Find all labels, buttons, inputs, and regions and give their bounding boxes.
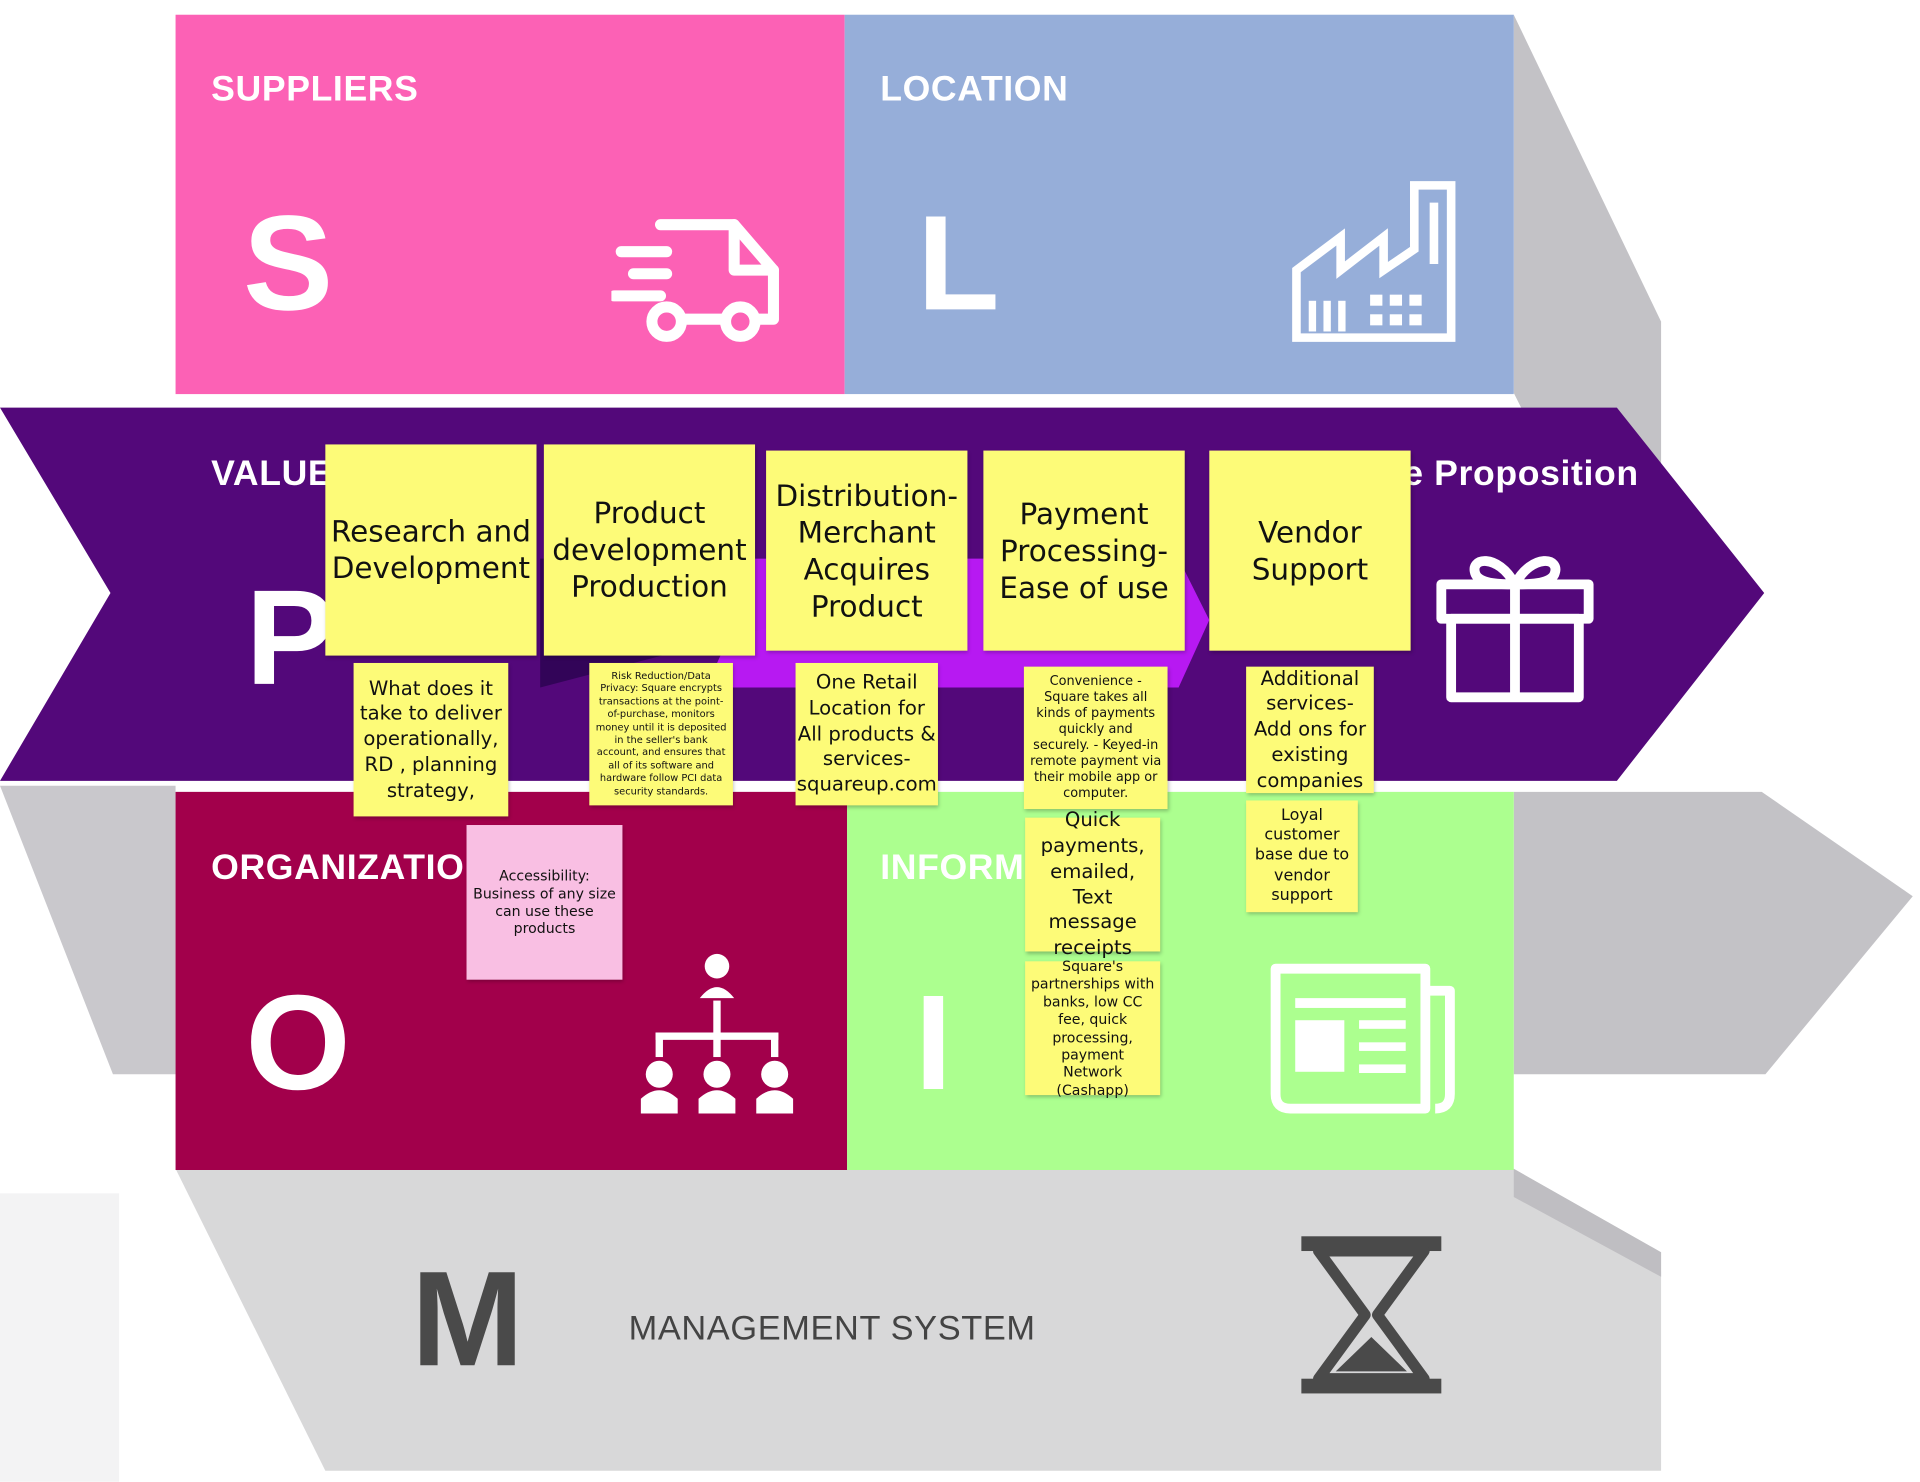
information-title: INFORM bbox=[880, 848, 1025, 888]
location-title: LOCATION bbox=[880, 69, 1069, 110]
note-convenience[interactable]: Convenience - Square takes all kinds of … bbox=[1023, 666, 1168, 810]
note-risk-reduction[interactable]: Risk Reduction/Data Privacy: Square encr… bbox=[589, 662, 733, 806]
suppliers-title: SUPPLIERS bbox=[211, 69, 419, 110]
information-letter: I bbox=[914, 967, 953, 1119]
factory-icon bbox=[1292, 181, 1456, 342]
org-chart-icon bbox=[640, 953, 794, 1114]
value-proposition-title-right: e Proposition bbox=[1403, 454, 1639, 494]
management-letter: M bbox=[411, 1243, 524, 1395]
delivery-truck-icon bbox=[611, 219, 779, 342]
organization-title: ORGANIZATIO bbox=[211, 848, 465, 888]
note-research-development[interactable]: Research and Development bbox=[325, 444, 537, 656]
note-deliver-operationally[interactable]: What does it take to deliver operational… bbox=[353, 662, 509, 817]
note-additional-services[interactable]: Additional services- Add ons for existin… bbox=[1246, 666, 1374, 794]
note-product-development[interactable]: Product development Production bbox=[543, 444, 756, 656]
note-accessibility[interactable]: Accessibility: Business of any size can … bbox=[466, 825, 623, 980]
value-proposition-letter: P bbox=[245, 562, 336, 714]
note-vendor-support[interactable]: Vendor Support bbox=[1209, 450, 1411, 651]
hourglass-icon bbox=[1301, 1236, 1442, 1394]
note-distribution[interactable]: Distribution- Merchant Acquires Product bbox=[766, 450, 968, 651]
organization-letter: O bbox=[245, 967, 351, 1119]
gift-icon bbox=[1436, 556, 1594, 703]
suppliers-letter: S bbox=[243, 187, 334, 339]
value-proposition-title: VALUE bbox=[211, 454, 333, 494]
location-letter: L bbox=[917, 187, 1000, 339]
note-partnerships[interactable]: Square's partnerships with banks, low CC… bbox=[1025, 958, 1161, 1098]
note-payment-processing[interactable]: Payment Processing- Ease of use bbox=[983, 450, 1185, 651]
note-loyal-customer-base[interactable]: Loyal customer base due to vendor suppor… bbox=[1246, 800, 1358, 913]
management-title: MANAGEMENT SYSTEM bbox=[628, 1308, 1036, 1347]
newspaper-icon bbox=[1270, 963, 1455, 1114]
note-retail-location[interactable]: One Retail Location for All products & s… bbox=[795, 662, 938, 806]
note-quick-payments[interactable]: Quick payments, emailed, Text message re… bbox=[1025, 808, 1161, 959]
